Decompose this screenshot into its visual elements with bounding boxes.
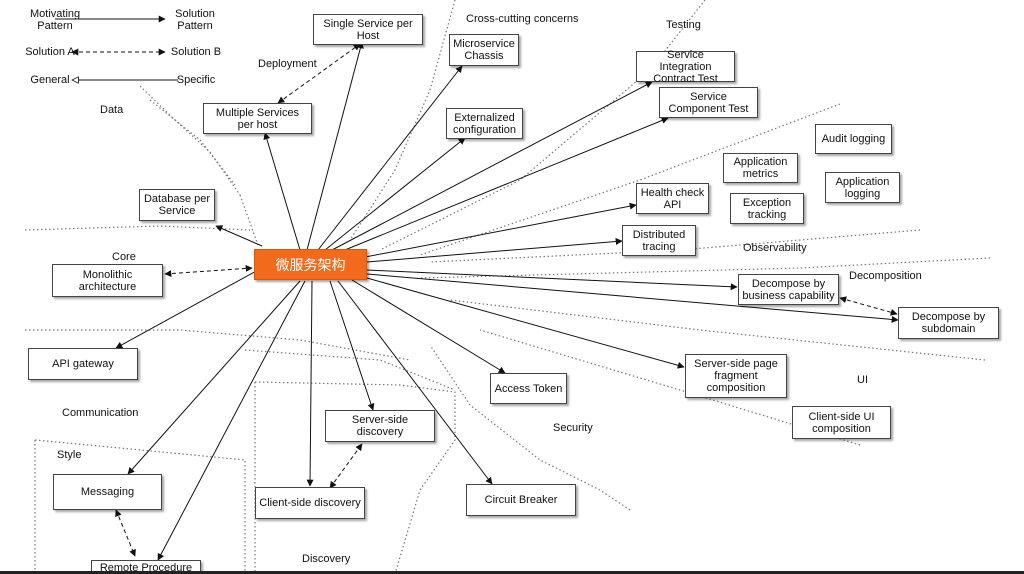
region-label-decomposition: Decomposition [849, 270, 922, 282]
node-server-side-page-fragment-composition[interactable]: Server-side page fragment composition [685, 354, 787, 398]
node-access-token[interactable]: Access Token [490, 373, 567, 404]
node-messaging[interactable]: Messaging [53, 474, 162, 510]
node-service-integration-contract-test[interactable]: Service Integration Contract Test [636, 49, 735, 85]
node-decompose-by-subdomain[interactable]: Decompose by subdomain [898, 307, 999, 339]
boundary-deployment [149, 99, 236, 186]
legend-solution-b: Solution B [170, 46, 222, 58]
node-server-side-discovery[interactable]: Server-side discovery [325, 410, 435, 442]
node-service-component-test[interactable]: Service Component Test [659, 87, 758, 118]
boundary-core-comm [25, 329, 411, 361]
node-monolithic-architecture[interactable]: Monolithic architecture [52, 264, 163, 297]
region-boundaries [24, 0, 991, 574]
region-label-data: Data [100, 104, 124, 116]
node-client-side-discovery[interactable]: Client-side discovery [255, 487, 365, 519]
node-api-gateway[interactable]: API gateway [28, 348, 138, 380]
boundary-comm-lower [244, 349, 456, 391]
region-label-observability: Observability [743, 242, 807, 254]
node-externalized-configuration[interactable]: Externalized configuration [446, 108, 523, 139]
legend-general: General [30, 74, 70, 86]
legend-motivating-pattern: Motivating Pattern [30, 8, 81, 32]
node-database-per-service[interactable]: Database per Service [139, 189, 215, 221]
node-application-metrics[interactable]: Application metrics [723, 153, 798, 183]
region-label-style: Style [57, 449, 82, 461]
node-exception-tracking[interactable]: Exception tracking [730, 193, 804, 224]
node-audit-logging[interactable]: Audit logging [815, 124, 892, 154]
node-microservice-chassis[interactable]: Microservice Chassis [449, 34, 519, 66]
region-label-testing: Testing [666, 19, 701, 31]
node-distributed-tracing[interactable]: Distributed tracing [622, 225, 696, 256]
node-multiple-services-per-host[interactable]: Multiple Services per host [203, 103, 312, 134]
node-client-side-ui-composition[interactable]: Client-side UI composition [792, 406, 891, 439]
region-label-cross-cutting: Cross-cutting concerns [466, 13, 579, 25]
region-label-core: Core [112, 251, 136, 263]
node-circuit-breaker[interactable]: Circuit Breaker [466, 484, 576, 516]
bottom-edge-bar [0, 571, 1024, 574]
region-label-discovery: Discovery [302, 553, 351, 565]
boundary-ui-security [479, 329, 861, 446]
region-label-deployment: Deployment [258, 58, 317, 70]
boundary-testing-observability [419, 103, 841, 256]
dashed-arrows [71, 43, 898, 557]
boundary-data-right [239, 194, 259, 246]
region-label-ui: UI [857, 374, 868, 386]
boundary-core [24, 225, 251, 231]
boundary-security [429, 344, 631, 511]
legend-solution-pattern: Solution Pattern [175, 8, 215, 32]
node-health-check-api[interactable]: Health check API [636, 183, 709, 214]
legend-solution-a: Solution A [25, 46, 75, 58]
node-single-service-per-host[interactable]: Single Service per Host [313, 14, 423, 45]
boundary-style [34, 439, 246, 574]
node-microservice-architecture[interactable]: 微服务架构 [254, 249, 367, 280]
boundary-testing [379, 0, 706, 251]
node-decompose-by-business-capability[interactable]: Decompose by business capability [738, 274, 839, 305]
boundary-discovery [254, 381, 456, 574]
boundary-data-deployment [139, 85, 241, 196]
node-application-logging[interactable]: Application logging [825, 172, 900, 203]
legend-specific: Specific [176, 74, 216, 86]
region-label-communication: Communication [62, 407, 139, 419]
region-label-security: Security [553, 422, 593, 434]
